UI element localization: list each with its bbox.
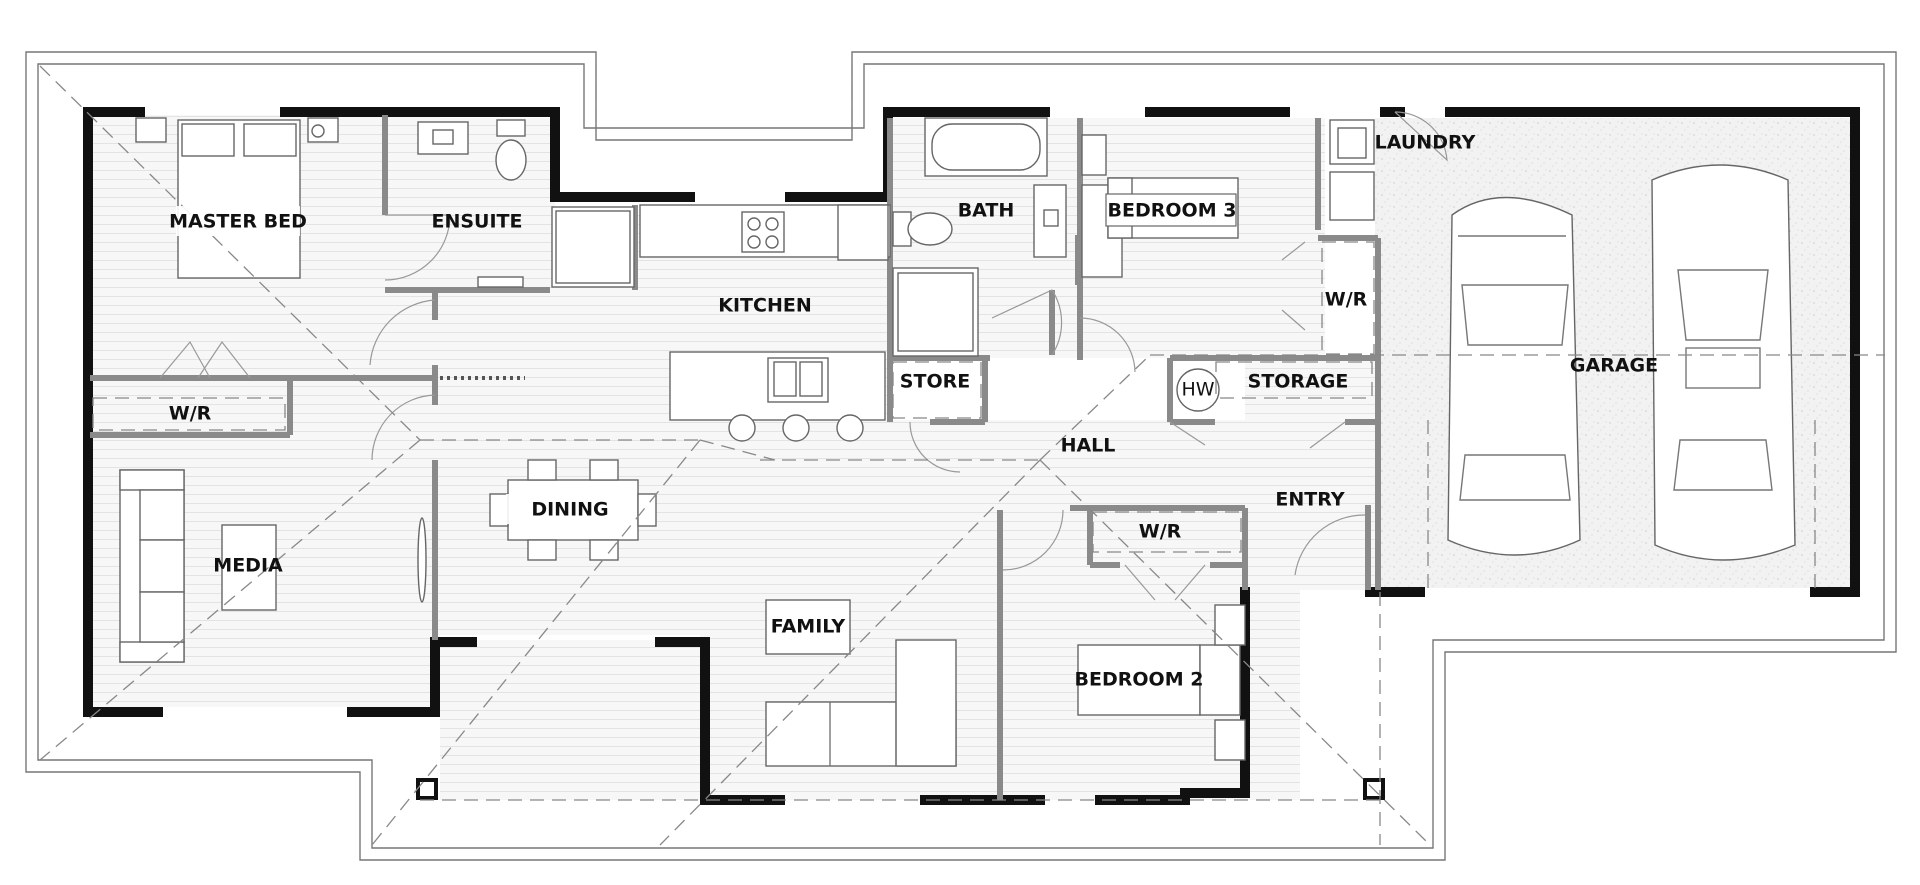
room-labels: MASTER BED ENSUITE KITCHEN BATH BEDROOM … [169, 132, 1658, 691]
label-kitchen: KITCHEN [718, 295, 811, 317]
label-bedroom-3: BEDROOM 3 [1108, 200, 1237, 222]
label-wr-master: W/R [169, 403, 212, 425]
doors [159, 111, 1448, 601]
label-store: STORE [900, 371, 970, 393]
label-entry: ENTRY [1275, 489, 1344, 511]
label-garage: GARAGE [1570, 355, 1658, 377]
label-hall: HALL [1061, 435, 1116, 457]
exterior-walls [83, 107, 1860, 805]
label-storage: STORAGE [1248, 371, 1349, 393]
car-left [1447, 196, 1581, 556]
label-hw: HW [1181, 379, 1214, 401]
fixtures [119, 117, 1796, 767]
wardrobes [92, 241, 1375, 553]
label-master-bed: MASTER BED [169, 211, 307, 233]
roof-lines [39, 65, 1885, 846]
label-family: FAMILY [771, 616, 846, 638]
label-laundry: LAUNDRY [1375, 132, 1476, 154]
label-bath: BATH [958, 200, 1015, 222]
label-wr-bed2: W/R [1139, 521, 1182, 543]
car-right [1651, 164, 1796, 561]
label-bedroom-2: BEDROOM 2 [1075, 669, 1204, 691]
label-ensuite: ENSUITE [431, 211, 522, 233]
label-wr-bed3: W/R [1325, 289, 1368, 311]
label-media: MEDIA [213, 555, 283, 577]
roof-outline [25, 51, 1897, 861]
label-dining: DINING [531, 499, 608, 521]
